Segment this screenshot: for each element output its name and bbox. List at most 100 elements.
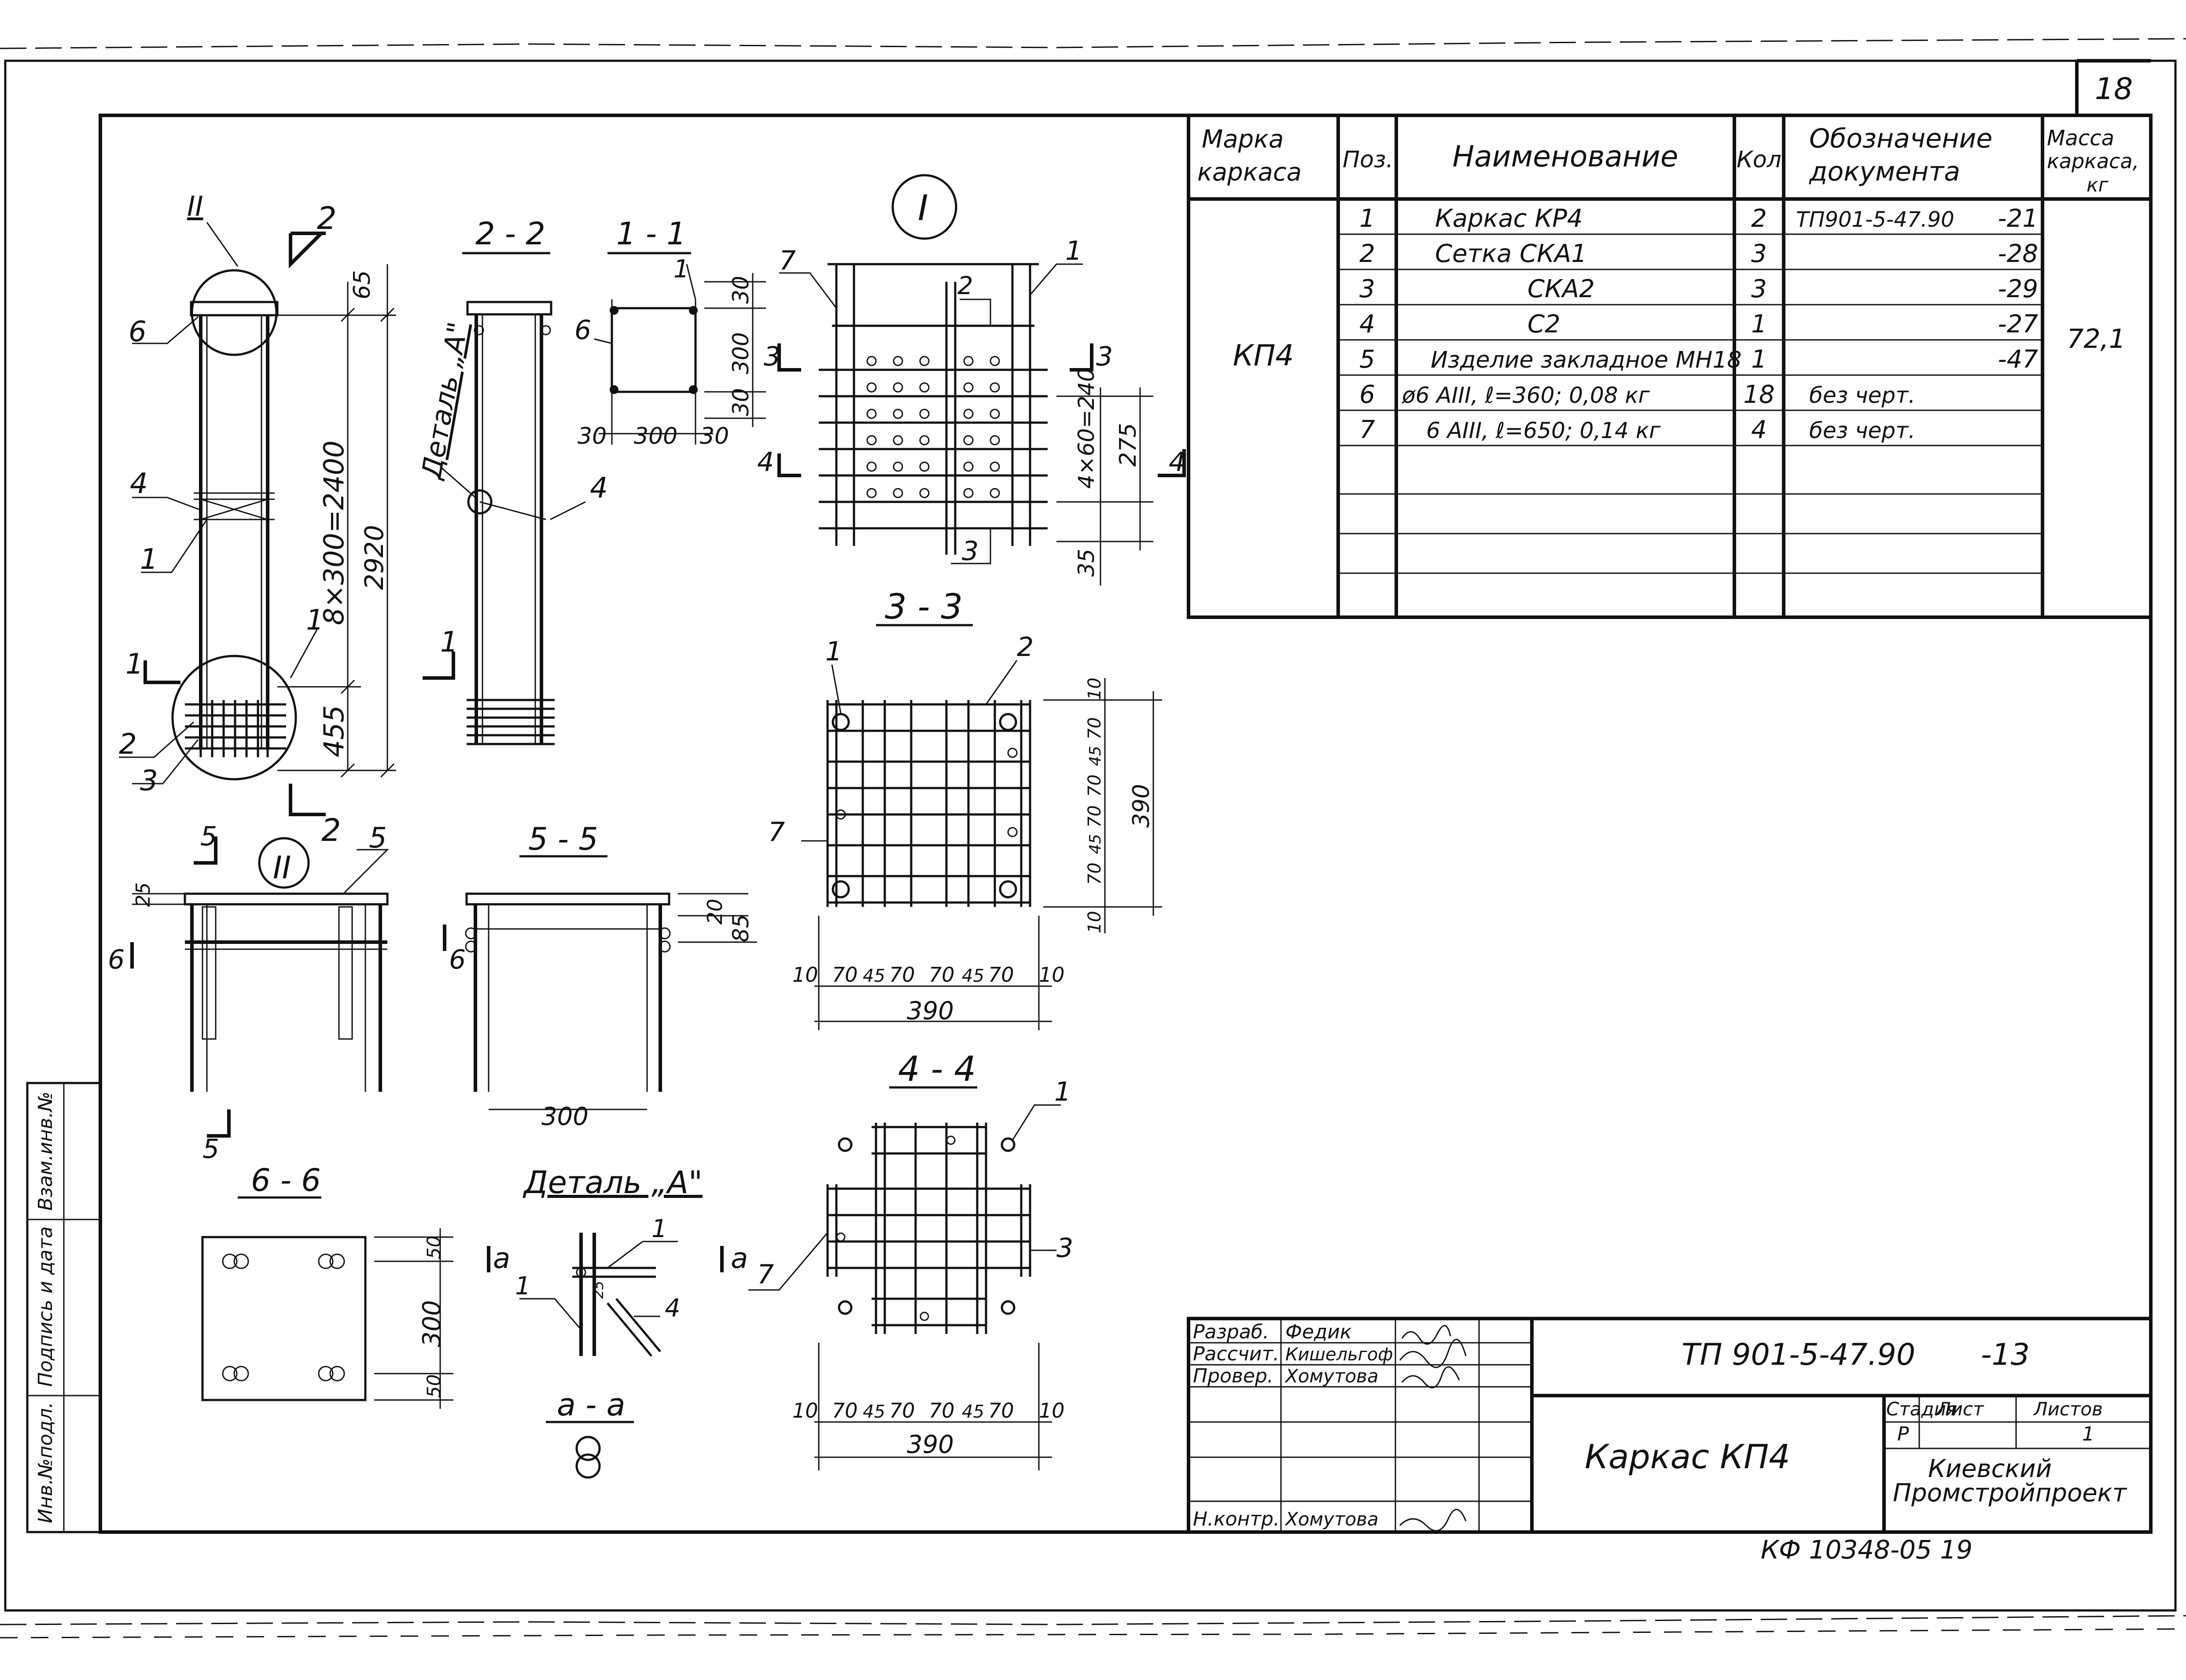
detI-dim-275: 275 [1115,423,1141,467]
main-callout-3: 3 [140,765,158,797]
sec44-h-45a: 45 [863,1402,885,1422]
sec33-v-70d: 70 [1085,862,1105,885]
row1-sheet: -21 [1998,204,2038,233]
tb-name-3: Хомутова [1284,1365,1379,1387]
detA-cut-a1: а [493,1242,510,1275]
detA-callout-4: 4 [665,1294,681,1323]
hdr-mark-2: каркаса [1197,158,1302,187]
tb-sheet-suffix: -13 [1981,1337,2030,1372]
hdr-mark-1: Марка [1202,125,1284,154]
row3-qty: 3 [1751,275,1767,303]
sec33-h-70b: 70 [889,963,915,987]
sec11-callout-1: 1 [673,255,689,284]
hdr-mass-3: кг [2087,174,2109,196]
hdr-doc-2: документа [1809,156,1960,187]
row5-pos: 5 [1359,345,1375,374]
sec33-h-45a: 45 [863,966,885,986]
row4-sheet: -27 [1998,310,2039,339]
sec66-dim-50a: 50 [423,1236,445,1259]
hdr-name: Наименование [1453,140,1678,173]
row6-qty: 18 [1743,380,1774,409]
sec55-title: 5 - 5 [528,821,598,857]
sec33-v-45a: 45 [1086,746,1104,766]
row3-pos: 3 [1359,275,1375,303]
detII-cut5b: 5 [202,1134,219,1164]
sec11-dim-300b: 300 [728,332,754,374]
row4-pos: 4 [1359,310,1375,339]
detI-callout-1: 1 [1065,236,1082,266]
row5-qty: 1 [1751,345,1767,374]
row1-doc: ТП901-5-47.90 [1796,207,1954,232]
tb-org-2: Промстройпроект [1893,1479,2127,1507]
sec33-h-10b: 10 [1039,963,1065,987]
section-4-4: 4 - 4 [748,1050,1073,1470]
detII-cut5: 5 [200,821,217,852]
main-cut-2-bottom: 2 [321,812,341,848]
sec44-h-10a: 10 [792,1399,818,1422]
tb-designation: ТП 901-5-47.90 [1682,1337,1915,1372]
side-stamp: Инв.№подл. Подпись и дата Взам.инв.№ [26,1082,102,1533]
sec44-title: 4 - 4 [898,1050,976,1089]
spec-mass: 72,1 [2067,324,2126,354]
tb-stage: Р [1897,1423,1909,1445]
detA-title: Деталь „А" [523,1164,703,1201]
sec33-total-h: 390 [907,997,954,1025]
section-2-2: 2 - 2 4 Деталь „А" 1 [415,216,608,745]
main-callout-1a: 1 [140,543,158,576]
inner-frame [99,114,2153,1534]
main-dim-455: 455 [318,705,350,757]
hdr-mass-1: Масса [2047,126,2114,151]
sec11-callout-6: 6 [574,315,591,346]
sec22-detail-a: Деталь „А" [415,320,474,483]
hdr-mass-2: каркаса, [2047,149,2139,173]
detI-callout-7: 7 [779,245,796,276]
tb-name-2: Кишельгоф [1285,1345,1393,1365]
row7-qty: 4 [1751,416,1767,444]
detI-title: I [918,188,928,228]
spec-row: 6 ø6 АIII, ℓ=360; 0,08 кг 18 без черт. [1359,380,1915,409]
main-cut-2: 2 [317,200,337,236]
main-callout-4: 4 [130,468,148,500]
sheet-number: 18 [2095,72,2133,107]
row1-qty: 2 [1751,204,1767,233]
detI-cut-4b: 4 [1169,447,1185,478]
spec-row: 4 С2 1 -27 [1359,310,2038,339]
sec44-callout-1: 1 [1054,1076,1071,1107]
sec33-v-10b: 10 [1085,911,1105,933]
side-inv-replace: Взам.инв.№ [34,1091,57,1211]
spec-row: 1 Каркас КР4 2 ТП901-5-47.90 -21 [1359,204,2038,233]
row4-name: С2 [1527,310,1560,339]
sec22-title: 2 - 2 [475,216,545,252]
sec33-callout-2: 2 [1017,632,1034,663]
tb-role-7: Н.контр. [1193,1508,1280,1530]
row7-doc: без черт. [1809,418,1915,443]
sec33-total-v: 390 [1128,784,1155,828]
detA-cut-a2: а [731,1242,748,1275]
detI-dim-240: 4×60=240 [1074,368,1099,489]
row6-doc: без черт. [1809,383,1915,408]
sec33-title: 3 - 3 [885,587,963,627]
row3-name: СКА2 [1527,275,1595,303]
detail-II: II 5 5 6 5 25 [108,821,389,1164]
sec33-h-70d: 70 [988,963,1014,987]
sec44-h-70b: 70 [889,1399,915,1422]
sec44-callout-3: 3 [1056,1233,1073,1264]
sec22-cut-1: 1 [440,626,458,659]
row2-pos: 2 [1359,239,1375,268]
sec33-callout-7: 7 [768,817,785,847]
main-elevation: II 2 2 [119,190,396,848]
sec55-dim-300: 300 [541,1102,589,1131]
side-sign-date: Подпись и дата [34,1227,57,1387]
tb-sheets: 1 [2082,1423,2094,1445]
spec-table: Марка каркаса Поз. Наименование Кол. Обо… [1187,114,2153,619]
sec44-h-70c: 70 [929,1399,955,1422]
sec33-h-45b: 45 [962,966,984,986]
section-3-3: 3 - 3 [768,587,1162,1030]
detail-A: Деталь „А" 1 1 4 а а 25 [487,1164,748,1357]
detI-cut-3b: 3 [1096,341,1113,372]
archive-code: КФ 10348-05 19 [1761,1535,1973,1565]
detA-dim-25: 25 [590,1281,607,1299]
sec66-title: 6 - 6 [251,1162,321,1198]
sec66-dim-50b: 50 [423,1374,445,1398]
